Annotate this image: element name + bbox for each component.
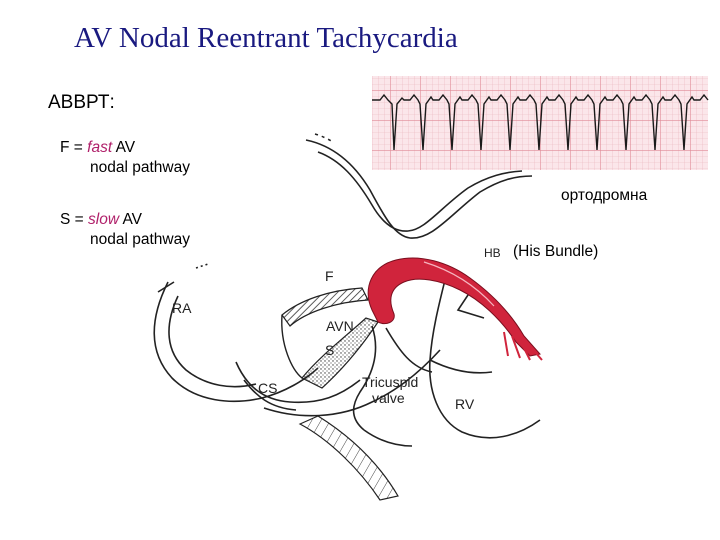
- septal-muscle: [298, 415, 399, 501]
- upper-arch: [305, 133, 533, 239]
- avn-region: [281, 314, 303, 379]
- label-his-bundle: (His Bundle): [513, 243, 599, 260]
- definition-slow: S = slow AV nodal pathway: [60, 211, 190, 248]
- page-title: AV Nodal Reentrant Tachycardia: [74, 22, 458, 54]
- label-rv: RV: [455, 396, 475, 412]
- his-bundle: [367, 257, 543, 361]
- ecg-strip: [372, 76, 709, 170]
- ecg-trace: [372, 93, 709, 151]
- label-s: S: [325, 342, 335, 358]
- label-avn: AVN: [326, 318, 354, 334]
- label-valve: valve: [372, 390, 405, 406]
- keyword-slow: slow: [88, 211, 120, 228]
- label-ra: RA: [172, 300, 192, 316]
- label-tricuspid: Tricuspid: [362, 374, 419, 390]
- keyword-fast: fast: [87, 139, 113, 156]
- tricuspid-valve: [352, 325, 433, 447]
- coronary-sinus: [235, 349, 441, 417]
- label-hb: HB: [484, 246, 501, 260]
- subtitle: АВВРТ:: [48, 92, 115, 113]
- fast-pathway: [281, 287, 369, 327]
- label-cs: CS: [258, 380, 278, 396]
- septum-left: [153, 263, 319, 403]
- label-f: F: [325, 268, 334, 284]
- label-orthodromic: ортодромна: [561, 187, 648, 204]
- definition-fast: F = fast AV nodal pathway: [60, 139, 190, 176]
